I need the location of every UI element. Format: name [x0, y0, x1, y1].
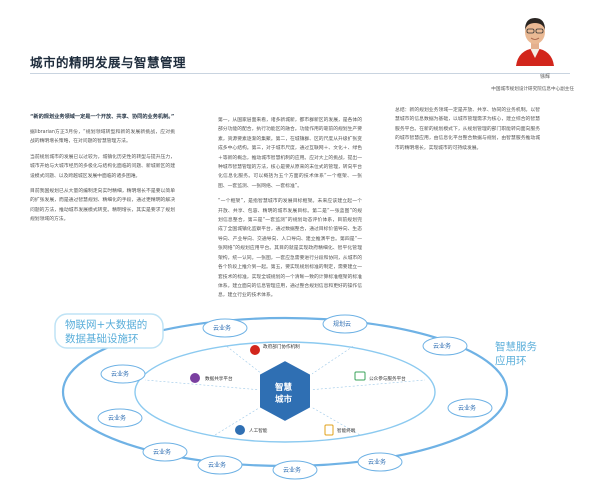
- cloud-10: 云业务: [357, 452, 403, 472]
- svg-text:云业务: 云业务: [433, 342, 451, 350]
- svg-text:云业务: 云业务: [153, 448, 171, 456]
- svg-text:云业务: 云业务: [283, 466, 301, 474]
- article-title: 城市的精明发展与智慧管理: [30, 55, 187, 70]
- cloud-2: 规划云: [322, 314, 368, 334]
- data-ring-label: 物联网+大数据的 数据基础设施环: [54, 313, 164, 349]
- svg-text:人工智能: 人工智能: [249, 427, 268, 434]
- cloud-7: 云业务: [142, 442, 188, 462]
- cloud-9: 云业务: [272, 460, 318, 480]
- service-ring-label-line2: 应用环: [495, 354, 527, 367]
- title-divider: [30, 73, 570, 74]
- svg-text:云业务: 云业务: [111, 370, 129, 378]
- svg-text:公众参与服务平台: 公众参与服务平台: [369, 375, 406, 382]
- paragraph: “一个框架”，是指智慧城市的发展目标框架。未来应该建立起一个开放、共享、包容、精…: [218, 199, 362, 299]
- text-column-3: 总结：新的规划业务领域一定是开放、共享、协同的业务机制。以智慧城市的信息数据为基…: [395, 106, 540, 159]
- node-data-share: 数据共享平台: [190, 373, 233, 383]
- text-column-2: 第一，从国家层面来看，诸多新城新，都市群新区的发展，是各体的部分功能的配合，执行…: [218, 116, 362, 307]
- inner-ring: [134, 341, 436, 443]
- cloud-5: 云业务: [97, 408, 143, 428]
- cloud-3: 云业务: [100, 364, 146, 384]
- paragraph: 目前我国规划已从大量的编制走向实时精细，精明增长不是要以简单的扩张发展，而是通过…: [30, 189, 175, 223]
- node-public-participation: 公众参与服务平台: [354, 371, 406, 382]
- lead-quote: “新的规划业务领域一定是一个开放、共享、协同的业务机制。”: [30, 114, 175, 120]
- svg-text:云业务: 云业务: [458, 404, 476, 412]
- svg-text:政府部门协作机制: 政府部门协作机制: [263, 343, 300, 350]
- node-gov-collab: 政府部门协作机制: [250, 343, 300, 355]
- paragraph: 总结：新的规划业务领域一定是开放、共享、协同的业务机制。以智慧城市的信息数据为基…: [395, 108, 540, 151]
- svg-text:数据共享平台: 数据共享平台: [205, 375, 233, 382]
- data-ring-label-line2: 数据基础设施环: [65, 332, 139, 345]
- paragraph: 第一，从国家层面来看，诸多新城新，都市群新区的发展，是各体的部分功能的配合，执行…: [218, 118, 362, 189]
- paragraph: 当前规划城市的发展已以过较为，城镇化历史性的转型与提升压力，城市开始与大城市经历…: [30, 154, 175, 179]
- service-ring-label-line1: 智慧服务: [495, 340, 537, 353]
- svg-text:云业务: 云业务: [213, 324, 231, 332]
- hub-label-line1: 智慧: [274, 382, 293, 393]
- author-photo: [512, 8, 558, 66]
- svg-text:云业务: 云业务: [108, 414, 126, 422]
- svg-text:智能终端: 智能终端: [337, 427, 356, 434]
- author-affiliation: 中国城市规划设计研究院信息中心副主任: [491, 87, 574, 92]
- svg-text:规划云: 规划云: [333, 320, 351, 328]
- text-column-1: “新的规划业务领域一定是一个开放、共享、协同的业务机制。” 据librarian…: [30, 112, 175, 231]
- svg-text:云业务: 云业务: [368, 458, 386, 466]
- smart-city-hub: [258, 358, 312, 424]
- hub-label-line2: 城市: [275, 394, 293, 405]
- node-ai: 人工智能: [235, 425, 268, 435]
- cloud-1: 云业务: [202, 318, 248, 338]
- svg-text:云业务: 云业务: [208, 461, 226, 469]
- smart-city-diagram: 物联网+大数据的 数据基础设施环 智慧服务 应用环 智慧 城市 政府部门协作机制…: [25, 300, 545, 484]
- data-ring-label-line1: 物联网+大数据的: [65, 318, 147, 331]
- paragraph: 据librarian方正3月份，“规划领域转型和新的发展新挑战，应对挑战的精明增…: [30, 130, 175, 145]
- author-name: 徐辉: [540, 74, 551, 80]
- cloud-6: 云业务: [447, 398, 493, 418]
- node-smart-terminal: 智能终端: [324, 424, 356, 436]
- cloud-4: 云业务: [422, 336, 468, 356]
- cloud-8: 云业务: [197, 455, 243, 475]
